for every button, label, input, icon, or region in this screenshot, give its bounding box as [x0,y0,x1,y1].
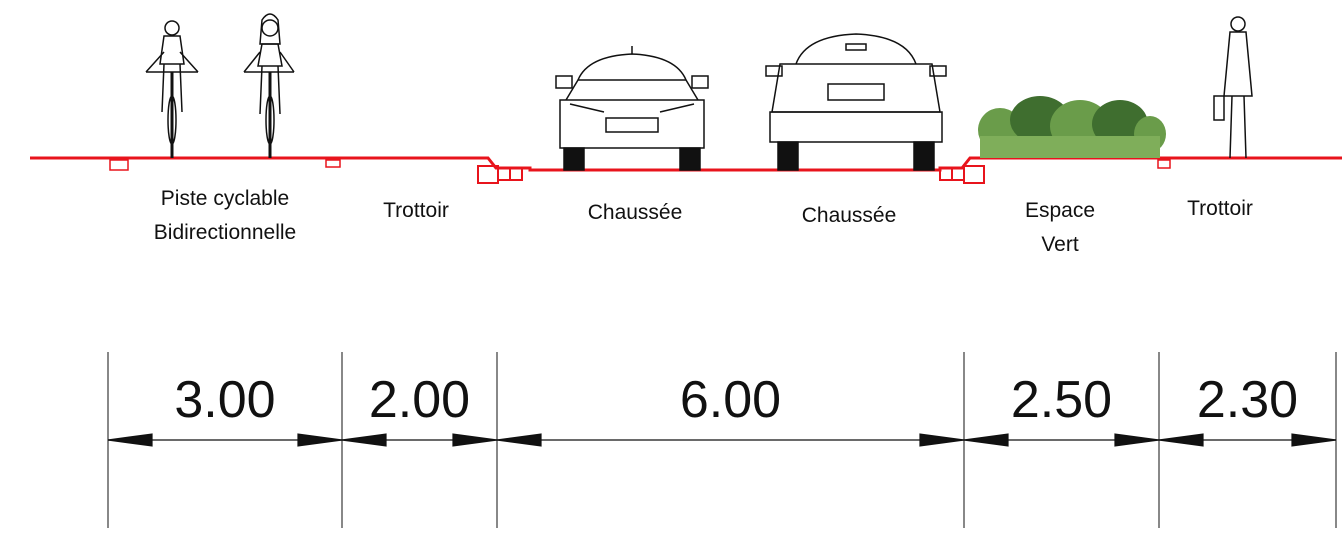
zone-label-green-space: Espace Vert [1000,196,1120,260]
zone-label-line: Vert [1041,233,1079,256]
cyclist-icon [145,20,199,158]
dimension-value: 2.30 [1196,371,1299,429]
zone-label-line: Bidirectionnelle [153,221,297,244]
dimension-value: 6.00 [679,371,782,429]
shrub-icon [978,96,1166,158]
dimension-value: 3.00 [174,371,276,429]
car-front-icon [555,46,709,171]
zone-label-line: Trottoir [383,199,449,222]
zone-label-line: Espace [1024,199,1096,222]
zone-label-line: Piste cyclable [160,187,290,210]
zone-label-sidewalk-left: Trottoir [346,196,486,226]
dimension-lines [107,433,1337,447]
road-profile [30,156,1342,184]
zone-label-line: Chaussée [801,204,897,227]
zone-label-line: Trottoir [1187,197,1253,220]
zone-label-line: Chaussée [587,201,683,224]
dimension-value: 2.50 [1010,371,1113,429]
zone-label-bike-path: Piste cyclable Bidirectionnelle [120,184,330,248]
zone-label-roadway-right: Chaussée [784,201,914,231]
car-rear-icon [765,33,947,171]
dimension-value: 2.00 [368,371,471,429]
pedestrian-icon [1213,16,1253,159]
zone-label-sidewalk-right: Trottoir [1160,194,1280,224]
cyclist-icon [243,13,295,158]
zone-label-roadway-left: Chaussée [570,198,700,228]
